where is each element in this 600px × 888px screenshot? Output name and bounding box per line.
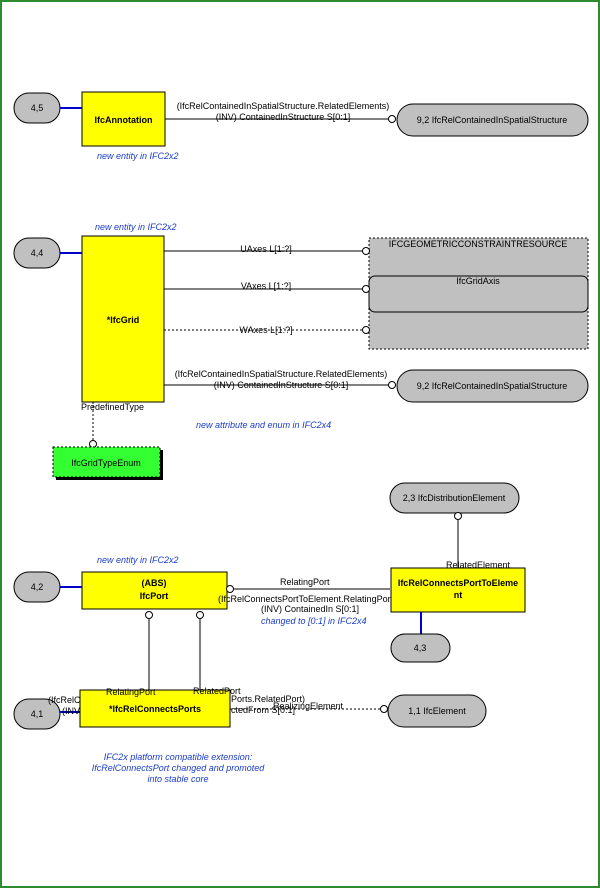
rel-waxes-end [362, 326, 370, 334]
note-changed: changed to [0:1] in IFC2x4 [261, 616, 367, 626]
ref-bubble-distribution[interactable] [389, 482, 520, 514]
ref-bubble-element[interactable] [387, 694, 487, 728]
entity-ifcgridaxis[interactable] [368, 275, 589, 313]
rel-related-port-bottom-end [196, 611, 204, 619]
grid-rel-label-2: (INV) ContainedInStructure S[0:1] [214, 380, 349, 390]
note-platform-3: into stable core [147, 774, 208, 784]
rel-grid-spatial-end [388, 381, 396, 389]
entity-ifcrelconnectsports-label: *IfcRelConnectsPorts [109, 704, 201, 714]
predefined-type-label: PredefinedType [81, 402, 144, 412]
ref-bubble-annotation-label: 4,5 [31, 103, 44, 113]
ref-bubble-grid-label: 4,4 [31, 248, 44, 258]
note-grid-attr: new attribute and enum in IFC2x4 [196, 420, 331, 430]
note-grid: new entity in IFC2x2 [95, 222, 177, 232]
port-inv-label-1: (IfcRelConnectsPortToElement.RelatingPor… [218, 594, 396, 604]
resource-title: IFCGEOMETRICCONSTRAINTRESOURCE [389, 239, 568, 249]
vaxes-label: VAxes L[1:?] [241, 281, 291, 291]
ref-bubble-rpe[interactable] [390, 633, 451, 663]
uaxes-label: UAxes L[1:?] [240, 244, 292, 254]
realizing-element-label: RealizingElement [273, 701, 344, 711]
rel-annotation-spatial-end [388, 115, 396, 123]
related-element-label: RelatedElement [446, 560, 511, 570]
entity-ifcport[interactable] [81, 571, 228, 610]
note-platform-1: IFC2x platform compatible extension: [104, 752, 253, 762]
rel-vaxes-end [362, 285, 370, 293]
ann-rel-label-2: (INV) ContainedInStructure S[0:1] [216, 112, 351, 122]
relating-port-label: RelatingPort [280, 577, 330, 587]
enum-ifcgridtypeenum-label: IfcGridTypeEnum [71, 458, 141, 468]
entity-ifcrelconnectsporttoelement[interactable] [390, 567, 526, 613]
enum-ifcgridtypeenum[interactable] [52, 446, 161, 478]
left-fragment-2: (INV [62, 706, 80, 716]
entity-ifcport-label: IfcPort [140, 591, 169, 601]
entity-ifcport-abs: (ABS) [142, 578, 167, 588]
entity-ifcrelconnectsporttoelement-label-1: IfcRelConnectsPortToEleme [398, 578, 518, 588]
entity-ifcgrid-label: *IfcGrid [107, 315, 140, 325]
rel-relating-port-end [226, 585, 234, 593]
note-annotation: new entity in IFC2x2 [97, 151, 179, 161]
waxes-label: WAxes L[1:?] [239, 325, 292, 335]
rel-uaxes-end [362, 247, 370, 255]
ref-bubble-ports[interactable] [13, 698, 61, 730]
entity-ifcannotation-label: IfcAnnotation [95, 115, 153, 125]
ref-bubble-port-label: 4,2 [31, 582, 44, 592]
entity-ifcrelconnectsporttoelement-label-2: nt [454, 590, 463, 600]
rel-predefined-type-end [89, 440, 97, 448]
ref-bubble-spatial-1-label: 9,2 IfcRelContainedInSpatialStructure [417, 115, 568, 125]
port-inv-label-2: (INV) ContainedIn S[0:1] [261, 604, 359, 614]
ref-bubble-spatial-1[interactable] [396, 103, 589, 137]
grid-rel-label-1: (IfcRelContainedInSpatialStructure.Relat… [175, 369, 388, 379]
ref-bubble-distribution-label: 2,3 IfcDistributionElement [403, 493, 506, 503]
rel-relating-port-bottom-end [145, 611, 153, 619]
entity-ifcgrid[interactable] [81, 235, 165, 403]
entity-ifcgridaxis-label: IfcGridAxis [456, 276, 500, 286]
ref-bubble-spatial-2[interactable] [396, 369, 589, 403]
ports-fragment-1: Ports.RelatedPort) [231, 694, 305, 704]
relating-port-bottom-label: RelatingPort [106, 687, 156, 697]
ref-bubble-ports-label: 4,1 [31, 709, 44, 719]
related-port-bottom-label: RelatedPort [193, 686, 241, 696]
ref-bubble-spatial-2-label: 9,2 IfcRelContainedInSpatialStructure [417, 381, 568, 391]
ports-fragment-2: ctedFrom S[0:1] [231, 705, 295, 715]
note-port: new entity in IFC2x2 [97, 555, 179, 565]
ref-bubble-rpe-label: 4,3 [414, 643, 427, 653]
note-platform-2: IfcRelConnectsPort changed and promoted [92, 763, 266, 773]
rel-realizing-element-end [380, 705, 388, 713]
entity-ifcannotation[interactable] [81, 91, 166, 147]
left-fragment-1: (IfcRelCon [48, 695, 91, 705]
ref-bubble-element-label: 1,1 IfcElement [408, 706, 466, 716]
rel-related-element-end [454, 512, 462, 520]
ann-rel-label-1: (IfcRelContainedInSpatialStructure.Relat… [177, 101, 390, 111]
